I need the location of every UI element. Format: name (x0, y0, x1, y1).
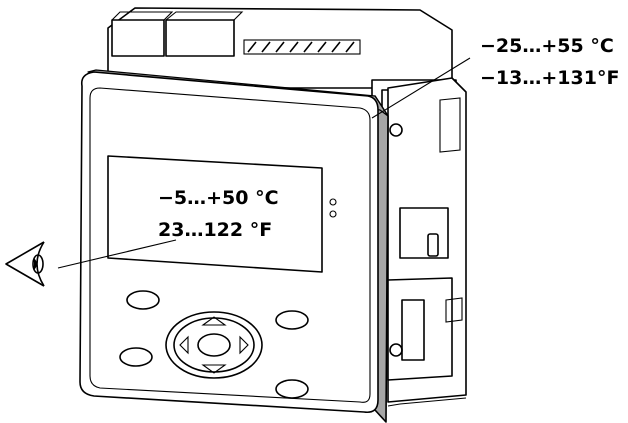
display-fahrenheit-label: 23…122 °F (158, 219, 272, 241)
arrow-down-icon[interactable] (201, 364, 227, 374)
ambient-fahrenheit-label: −13…+131°F (480, 67, 619, 89)
ok-button[interactable] (197, 333, 231, 357)
eye-icon (5, 241, 45, 287)
function-button[interactable] (275, 310, 309, 330)
function-button[interactable] (275, 379, 309, 399)
ambient-celsius-label: −25…+55 °C (480, 35, 614, 57)
status-led (329, 198, 337, 206)
display-celsius-label: −5…+50 °C (158, 187, 279, 209)
vent-slats (243, 39, 361, 55)
arrow-left-icon[interactable] (179, 335, 189, 355)
function-button[interactable] (126, 290, 160, 310)
sight-line (57, 239, 177, 269)
leader-line (371, 57, 471, 119)
direction-pad[interactable] (165, 311, 263, 379)
status-led (329, 210, 337, 218)
front-panel (79, 69, 389, 423)
lcd-window (107, 155, 323, 273)
arrow-right-icon[interactable] (239, 335, 249, 355)
arrow-up-icon[interactable] (201, 316, 227, 326)
function-button[interactable] (119, 347, 153, 367)
